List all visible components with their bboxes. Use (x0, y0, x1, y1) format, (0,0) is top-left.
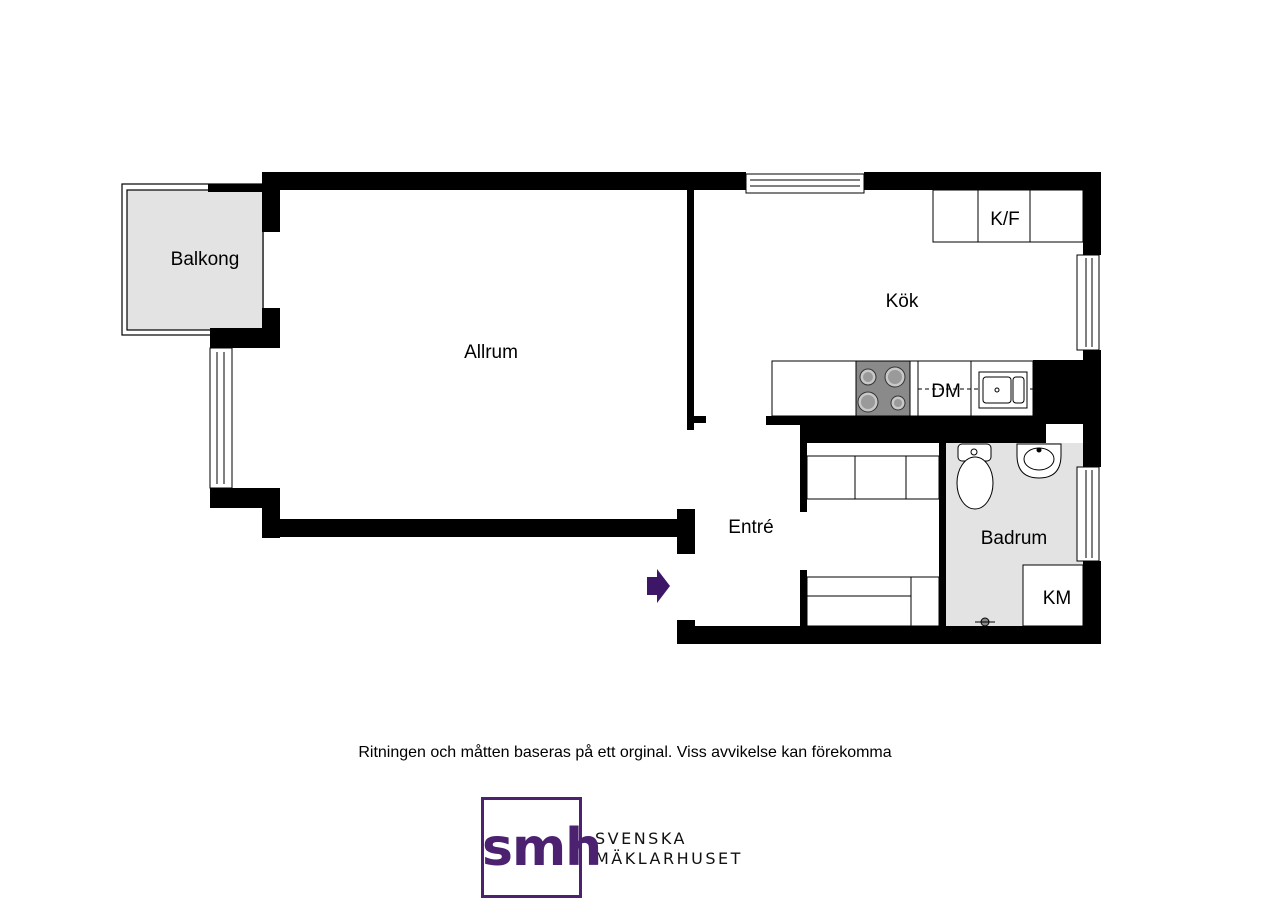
room-label-kitchen: Kök (886, 291, 919, 312)
room-label-entrance: Entré (728, 517, 773, 538)
balcony (121, 183, 264, 336)
bathroom-niche (1046, 424, 1083, 443)
brand-name: SVENSKA MÄKLARHUSET (595, 829, 743, 869)
room-label-living-room: Allrum (464, 342, 518, 363)
smh-logo-mark: smh (481, 797, 602, 898)
appliance-label-fridge-freezer: K/F (990, 209, 1020, 230)
windows (209, 173, 1100, 562)
disclaimer-text: Ritningen och måtten baseras på ett orgi… (358, 744, 892, 761)
entry-arrow-icon (647, 569, 670, 603)
brand-logo: smh SVENSKA MÄKLARHUSET (481, 797, 743, 898)
room-label-bathroom: Badrum (981, 528, 1048, 549)
room-label-balcony: Balkong (171, 249, 240, 270)
appliance-label-washing-machine: KM (1043, 588, 1072, 609)
toilet-icon (956, 456, 994, 510)
wardrobes (806, 455, 940, 627)
brand-name-line2: MÄKLARHUSET (595, 848, 743, 868)
bathroom-fixtures (956, 443, 1084, 627)
washing-machine (1022, 564, 1084, 627)
appliance-label-dishwasher: DM (931, 381, 961, 402)
logo-letters: smh (482, 818, 602, 878)
brand-name-line1: SVENSKA (595, 828, 687, 848)
walls (208, 172, 1101, 644)
kitchen-lower-counter (771, 360, 1034, 417)
kitchen-upper-counter (932, 189, 1084, 243)
